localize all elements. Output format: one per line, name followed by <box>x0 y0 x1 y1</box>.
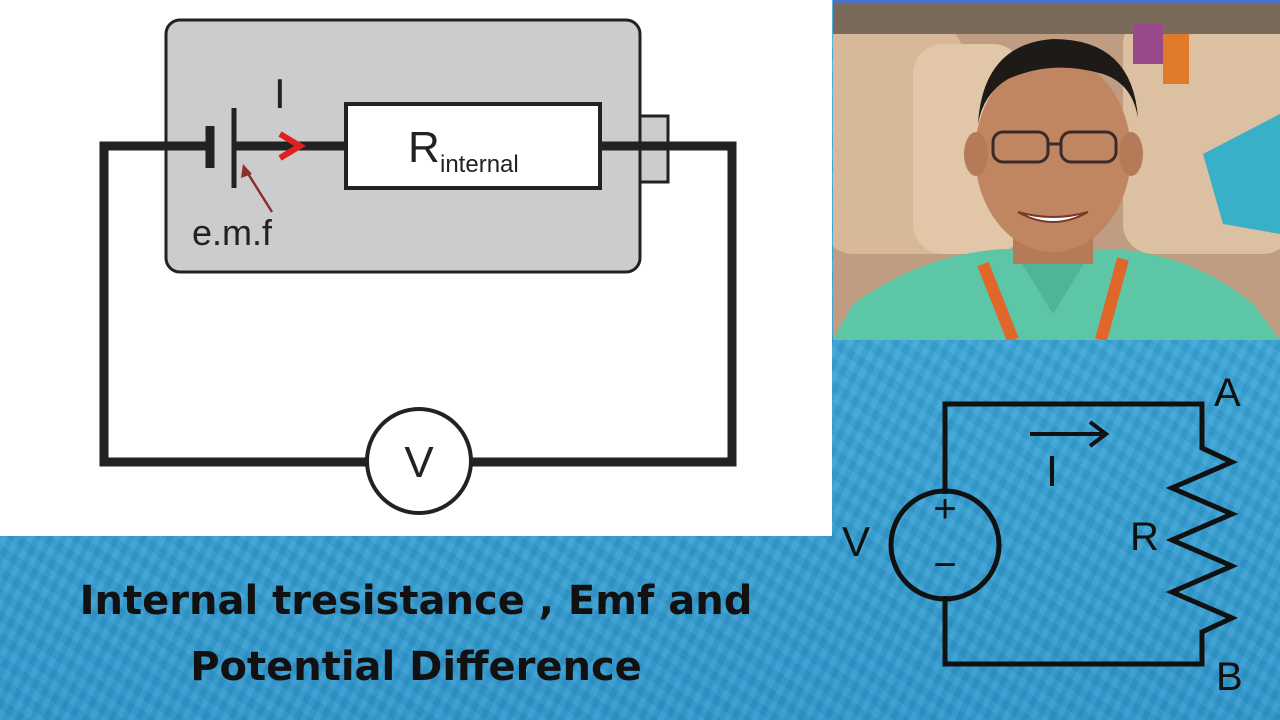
emf-label: e.m.f <box>192 212 273 253</box>
resistor-subscript: internal <box>440 151 519 178</box>
current-arrow-head <box>1088 420 1110 448</box>
emf-pointer-head <box>241 164 252 178</box>
presenter-photo <box>833 4 1280 340</box>
presenter-photo-drawing <box>833 4 1280 340</box>
title-line-2: Potential Difference <box>190 644 642 690</box>
internal-resistor <box>344 102 602 190</box>
resistor-label: R <box>1130 515 1159 559</box>
voltmeter <box>365 407 473 515</box>
resistor-zigzag <box>1165 420 1239 646</box>
source-label: V <box>842 518 870 565</box>
voltmeter-label: V <box>404 438 434 487</box>
resistor-main-label: R <box>408 123 440 172</box>
circuit-diagram: I R internal e.m.f V <box>99 18 737 515</box>
wire-right <box>470 141 737 467</box>
current-label: I <box>274 70 286 117</box>
circuit-diagram-panel: I R internal e.m.f V <box>0 0 832 536</box>
wire-left <box>99 141 368 467</box>
wire-bottom <box>942 596 1205 667</box>
simple-circuit-diagram: + − V I R A B <box>842 371 1243 699</box>
plus-sign: + <box>933 487 956 531</box>
photo-top-strip <box>833 0 1280 5</box>
minus-sign: − <box>933 543 956 587</box>
title-line-1: Internal tresistance , Emf and <box>79 578 753 624</box>
node-a-label: A <box>1214 371 1241 415</box>
voltage-source <box>888 488 1002 602</box>
node-b-label: B <box>1216 655 1243 699</box>
current-arrow <box>278 131 306 161</box>
emf-pointer <box>245 171 274 213</box>
current-label: I <box>1046 447 1058 496</box>
wire-top <box>942 401 1205 494</box>
